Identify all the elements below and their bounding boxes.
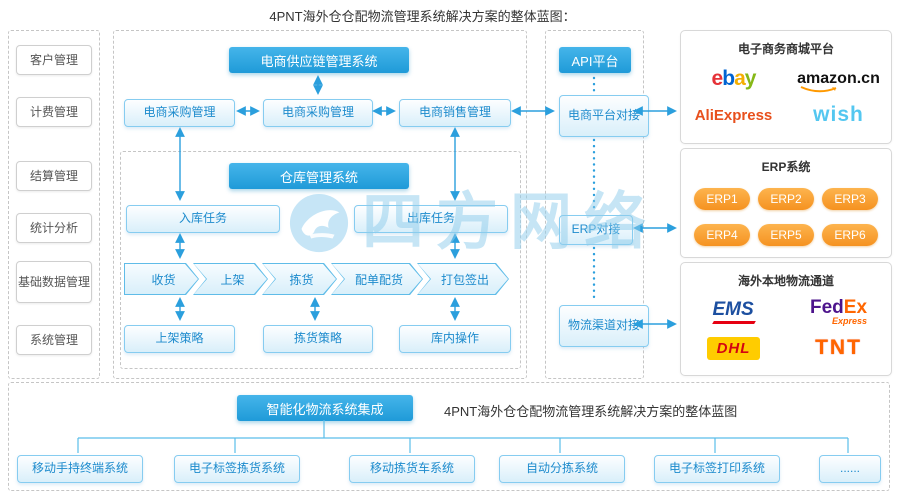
smart-logistics-header: 智能化物流系统集成 bbox=[237, 395, 413, 421]
erp-badge-3: ERP3 bbox=[822, 188, 878, 210]
sidebar-item-settlement: 结算管理 bbox=[16, 161, 92, 191]
system-pick-cart: 移动拣货车系统 bbox=[349, 455, 475, 483]
wms-panel bbox=[120, 151, 521, 369]
aliexpress-logo: AliExpress bbox=[694, 106, 773, 124]
system-label-pick: 电子标签拣货系统 bbox=[174, 455, 300, 483]
flow-step-pack-signout: 打包签出 bbox=[417, 263, 509, 295]
wish-logo: wish bbox=[813, 103, 864, 126]
erp-badge-5: ERP5 bbox=[758, 224, 814, 246]
marketplace-logo-grid: ebay amazon.cn AliExpress wish bbox=[681, 61, 891, 133]
system-label-print: 电子标签打印系统 bbox=[654, 455, 780, 483]
ecommerce-panel-title: 电子商务商城平台 bbox=[737, 42, 834, 56]
inbound-task-box: 入库任务 bbox=[126, 205, 280, 233]
outbound-task-box: 出库任务 bbox=[354, 205, 508, 233]
bottom-caption: 4PNT海外仓仓配物流管理系统解决方案的整体蓝图 bbox=[444, 404, 738, 419]
system-more-ellipsis: ...... bbox=[819, 455, 881, 483]
tnt-logo: TNT bbox=[815, 336, 862, 359]
page-title: 4PNT海外仓仓配物流管理系统解决方案的整体蓝图： bbox=[269, 9, 576, 24]
dhl-logo: DHL bbox=[706, 336, 761, 360]
flow-step-putaway: 上架 bbox=[193, 263, 268, 295]
logistics-panel-title: 海外本地物流通道 bbox=[737, 274, 834, 288]
wms-flow-row: 收货 上架 拣货 配单配货 打包签出 bbox=[124, 263, 509, 295]
supply-chain-header: 电商供应链管理系统 bbox=[229, 47, 409, 73]
module-ecom-purchase-2: 电商采购管理 bbox=[263, 99, 373, 127]
erp-badge-4: ERP4 bbox=[694, 224, 750, 246]
erp-badge-1: ERP1 bbox=[694, 188, 750, 210]
erp-systems-panel: ERP系统 ERP1 ERP2 ERP3 ERP4 ERP5 ERP6 bbox=[680, 148, 892, 258]
system-handheld: 移动手持终端系统 bbox=[17, 455, 143, 483]
flow-step-pick: 拣货 bbox=[262, 263, 337, 295]
system-auto-sorting: 自动分拣系统 bbox=[499, 455, 625, 483]
ecommerce-marketplaces-panel: 电子商务商城平台 ebay amazon.cn AliExpress wish bbox=[680, 30, 892, 144]
api-platform-panel: API平台 电商平台对接 ERP对接 物流渠道对接 bbox=[545, 30, 649, 379]
strategy-putaway: 上架策略 bbox=[124, 325, 235, 353]
api-link-logistics: 物流渠道对接 bbox=[559, 305, 649, 347]
flow-step-receive: 收货 bbox=[124, 263, 199, 295]
ems-swoosh bbox=[711, 321, 756, 324]
module-ecom-sales: 电商销售管理 bbox=[399, 99, 511, 127]
smart-logistics-panel: 智能化物流系统集成 4PNT海外仓仓配物流管理系统解决方案的整体蓝图 移动手持终… bbox=[8, 382, 890, 491]
sidebar-item-statistics: 统计分析 bbox=[16, 213, 92, 243]
erp-panel-title: ERP系统 bbox=[761, 160, 811, 174]
amazon-smile-icon bbox=[800, 86, 837, 93]
left-module-panel: 客户管理 计费管理 结算管理 统计分析 基础数据管理 系统管理 bbox=[8, 30, 100, 379]
api-platform-header: API平台 bbox=[559, 47, 631, 73]
strategy-inwarehouse: 库内操作 bbox=[399, 325, 511, 353]
wms-header: 仓库管理系统 bbox=[229, 163, 409, 189]
erp-badge-grid: ERP1 ERP2 ERP3 ERP4 ERP5 ERP6 bbox=[681, 188, 891, 246]
ems-logo: EMS bbox=[711, 300, 756, 324]
chevron-fill bbox=[332, 264, 422, 294]
sidebar-item-basedata: 基础数据管理 bbox=[16, 261, 92, 303]
strategy-picking: 拣货策略 bbox=[263, 325, 373, 353]
flow-step-allocate: 配单配货 bbox=[331, 263, 423, 295]
chevron-fill bbox=[418, 264, 508, 294]
ebay-logo: ebay bbox=[711, 67, 757, 90]
erp-badge-2: ERP2 bbox=[758, 188, 814, 210]
module-ecom-purchase-1: 电商采购管理 bbox=[124, 99, 235, 127]
middle-systems-panel: 电商供应链管理系统 电商采购管理 电商采购管理 电商销售管理 仓库管理系统 入库… bbox=[113, 30, 527, 379]
sidebar-item-system: 系统管理 bbox=[16, 325, 92, 355]
api-link-erp: ERP对接 bbox=[559, 215, 633, 245]
sidebar-item-customer: 客户管理 bbox=[16, 45, 92, 75]
erp-badge-6: ERP6 bbox=[822, 224, 878, 246]
amazon-logo: amazon.cn bbox=[797, 70, 880, 93]
chevron-fill bbox=[125, 264, 198, 294]
sidebar-item-billing: 计费管理 bbox=[16, 97, 92, 127]
api-link-ecommerce: 电商平台对接 bbox=[559, 95, 649, 137]
